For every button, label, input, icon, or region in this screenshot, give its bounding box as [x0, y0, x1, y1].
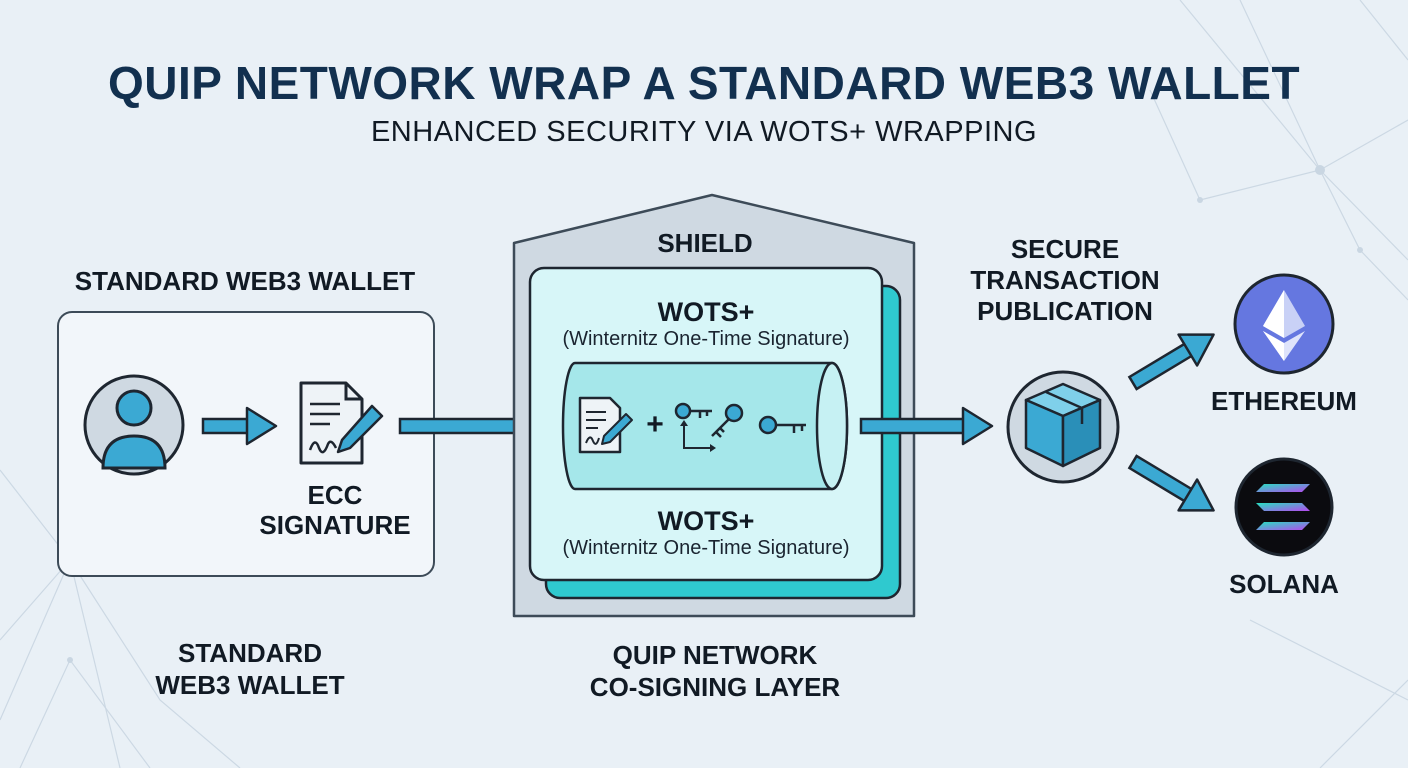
signed-document-icon	[299, 381, 384, 465]
user-avatar-icon	[83, 374, 185, 476]
arrow-to-solana-icon	[1127, 454, 1215, 512]
signature-label-line-1: ECC	[307, 480, 363, 510]
shield-caption-line-1: QUIP NETWORK	[612, 640, 818, 670]
wots-top-subtitle: (Winternitz One-Time Signature)	[562, 328, 850, 350]
solana-label: SOLANA	[1229, 569, 1339, 599]
wallet-caption-line-2: WEB3 WALLET	[155, 670, 345, 700]
key-icon	[758, 415, 806, 435]
page-subtitle: ENHANCED SECURITY VIA WOTS+ WRAPPING	[370, 116, 1038, 148]
signature-label-line-2: SIGNATURE	[259, 510, 411, 540]
wots-bottom-title: WOTS+	[657, 506, 755, 536]
shield-caption-line-2: CO-SIGNING LAYER	[589, 672, 841, 702]
key-rotation-icon	[674, 402, 744, 452]
shield-label: SHIELD	[657, 228, 753, 258]
arrow-to-ethereum-icon	[1127, 333, 1215, 391]
page-title: QUIP NETWORK WRAP A STANDARD WEB3 WALLET	[107, 57, 1301, 109]
small-document-icon	[578, 396, 633, 454]
plus-sign: +	[646, 408, 664, 441]
solana-logo-icon	[1234, 457, 1334, 557]
ethereum-logo-icon	[1233, 273, 1335, 375]
transaction-package-icon	[1006, 370, 1120, 484]
publication-line-1: SECURE	[1010, 234, 1120, 264]
arrow-user-to-signature-icon	[201, 406, 278, 446]
publication-line-2: TRANSACTION	[970, 265, 1160, 295]
ethereum-label: ETHEREUM	[1211, 386, 1357, 416]
arrow-shield-to-package-icon	[859, 406, 994, 446]
wots-bottom-subtitle: (Winternitz One-Time Signature)	[562, 537, 850, 559]
wots-top-title: WOTS+	[657, 297, 755, 327]
wallet-caption-line-1: STANDARD	[178, 638, 322, 668]
wots-cylinder	[561, 361, 849, 491]
wallet-heading: STANDARD WEB3 WALLET	[74, 266, 416, 296]
publication-line-3: PUBLICATION	[977, 296, 1153, 326]
